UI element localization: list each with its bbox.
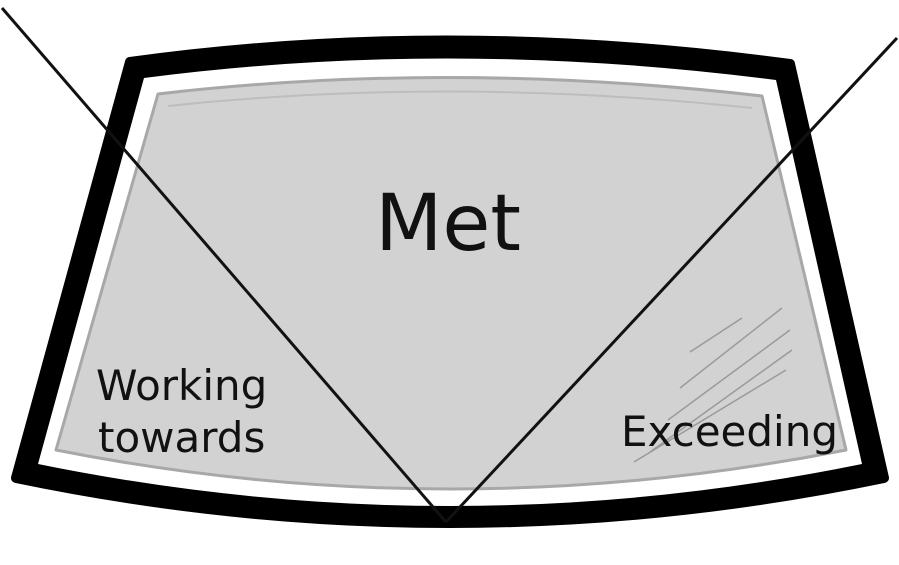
glare-streaks-icon <box>633 307 793 463</box>
glare-streak <box>633 369 787 463</box>
zone-label-exceeding: Exceeding <box>621 407 838 456</box>
right-divider-line <box>444 36 899 524</box>
zone-label-met: Met <box>375 179 521 269</box>
glare-streak <box>679 307 783 389</box>
glass-inner-rim <box>167 90 753 109</box>
left-divider-line <box>0 7 448 523</box>
zone-label-working-line1: Working <box>96 361 267 410</box>
zone-label-working-line2: towards <box>98 413 265 462</box>
glare-streak <box>667 329 791 421</box>
windshield-glass <box>54 75 848 491</box>
glare-streak <box>649 349 793 453</box>
glare-streak <box>689 317 743 353</box>
